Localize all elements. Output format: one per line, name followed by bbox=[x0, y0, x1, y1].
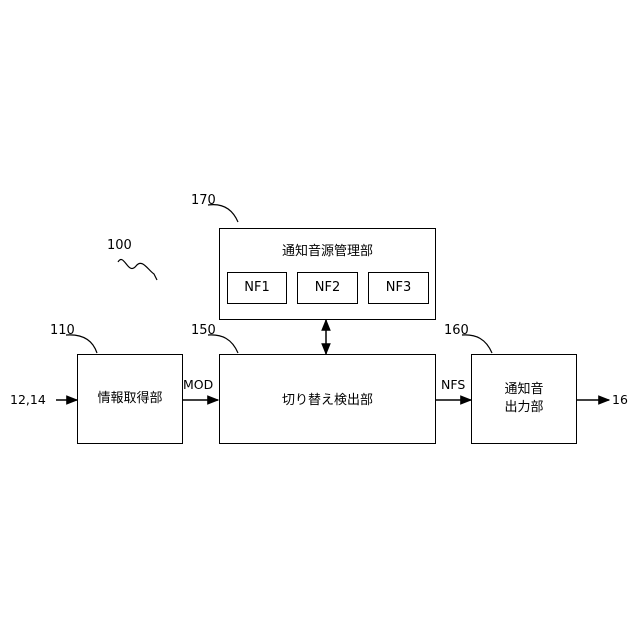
nf2-label: NF2 bbox=[298, 279, 357, 297]
leader-100 bbox=[118, 260, 157, 280]
sound-source-nf1: NF1 bbox=[227, 272, 287, 304]
signal-output-label: 16 bbox=[612, 392, 628, 407]
sound-source-nf2: NF2 bbox=[297, 272, 358, 304]
sound-source-nf3: NF3 bbox=[368, 272, 429, 304]
ref-system-100: 100 bbox=[107, 238, 132, 253]
sound-output-label: 通知音 出力部 bbox=[472, 381, 576, 417]
ref-160: 160 bbox=[444, 323, 469, 338]
info-acquisition-label: 情報取得部 bbox=[78, 390, 182, 408]
switch-detection-block: 切り替え検出部 bbox=[219, 354, 436, 444]
signal-nfs-label: NFS bbox=[441, 377, 465, 392]
ref-150: 150 bbox=[191, 323, 216, 338]
signal-input-label: 12,14 bbox=[10, 392, 46, 407]
switch-detection-label: 切り替え検出部 bbox=[220, 392, 435, 410]
sound-output-block: 通知音 出力部 bbox=[471, 354, 577, 444]
sound-source-management-label: 通知音源管理部 bbox=[220, 243, 435, 261]
nf1-label: NF1 bbox=[228, 279, 286, 297]
signal-mod-label: MOD bbox=[183, 377, 213, 392]
nf3-label: NF3 bbox=[369, 279, 428, 297]
ref-170: 170 bbox=[191, 193, 216, 208]
info-acquisition-block: 情報取得部 bbox=[77, 354, 183, 444]
ref-110: 110 bbox=[50, 323, 75, 338]
